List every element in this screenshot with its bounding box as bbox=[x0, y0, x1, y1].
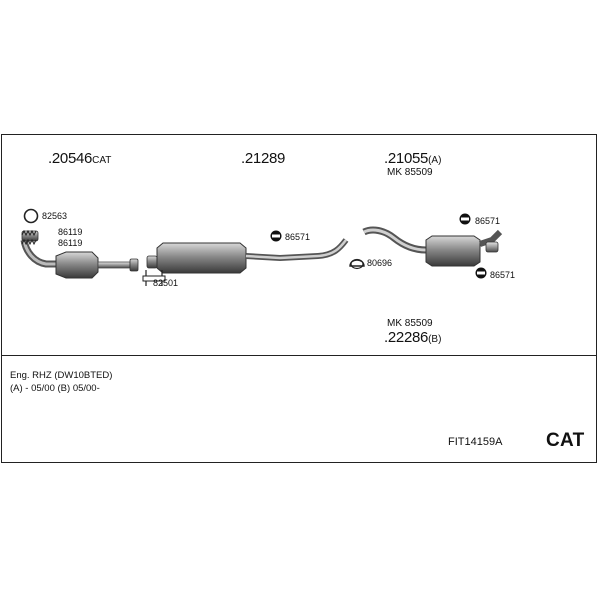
part-suffix: (A) bbox=[428, 155, 442, 166]
mk-label-bottom: MK 85509 bbox=[387, 318, 433, 329]
engine-line-2: (A) - 05/00 (B) 05/00- bbox=[10, 383, 100, 394]
engine-info: Eng. RHZ (DW10BTED) (A) - 05/00 (B) 05/0… bbox=[10, 369, 112, 395]
engine-line-1: Eng. RHZ (DW10BTED) bbox=[10, 370, 113, 381]
part-suffix: CAT bbox=[92, 155, 112, 166]
fitting-86119-a: 86119 bbox=[58, 227, 83, 237]
fitting-82563: 82563 bbox=[42, 211, 68, 221]
part-number-text: .20546 bbox=[48, 150, 93, 167]
bracket-clamp-icon bbox=[349, 258, 365, 270]
part-suffix: (B) bbox=[428, 334, 442, 345]
u-clamp-icon bbox=[142, 270, 166, 286]
middle-silencer-part bbox=[146, 238, 349, 274]
fitting-86119-b: 86119 bbox=[58, 238, 83, 248]
catalytic-converter-part bbox=[20, 230, 139, 279]
part-number-21289: .21289 bbox=[241, 150, 285, 167]
info-divider bbox=[1, 355, 597, 356]
kit-code: FIT14159A bbox=[448, 436, 503, 448]
mk-label-top: MK 85509 bbox=[387, 167, 433, 178]
diagram-frame bbox=[1, 134, 597, 463]
part-number-text: .21289 bbox=[241, 150, 286, 167]
part-number-21055: .21055(A) bbox=[384, 150, 441, 167]
part-number-text: .22286 bbox=[384, 329, 429, 346]
rear-silencer-part bbox=[362, 226, 503, 267]
fitting-82501: 82501 bbox=[153, 278, 179, 288]
cat-label: CAT bbox=[546, 430, 585, 451]
fitting-80696: 80696 bbox=[367, 258, 393, 268]
part-number-22286: .22286(B) bbox=[384, 329, 441, 346]
rubber-hanger-icon bbox=[270, 213, 487, 279]
fitting-86571-b: 86571 bbox=[475, 216, 501, 226]
fitting-86571-c: 86571 bbox=[490, 270, 516, 280]
part-number-text: .21055 bbox=[384, 150, 429, 167]
part-number-20546: .20546CAT bbox=[48, 150, 111, 167]
fitting-86571-a: 86571 bbox=[285, 232, 311, 242]
spring-gasket-icon bbox=[21, 229, 37, 246]
clamp-ring-icon bbox=[23, 208, 39, 224]
